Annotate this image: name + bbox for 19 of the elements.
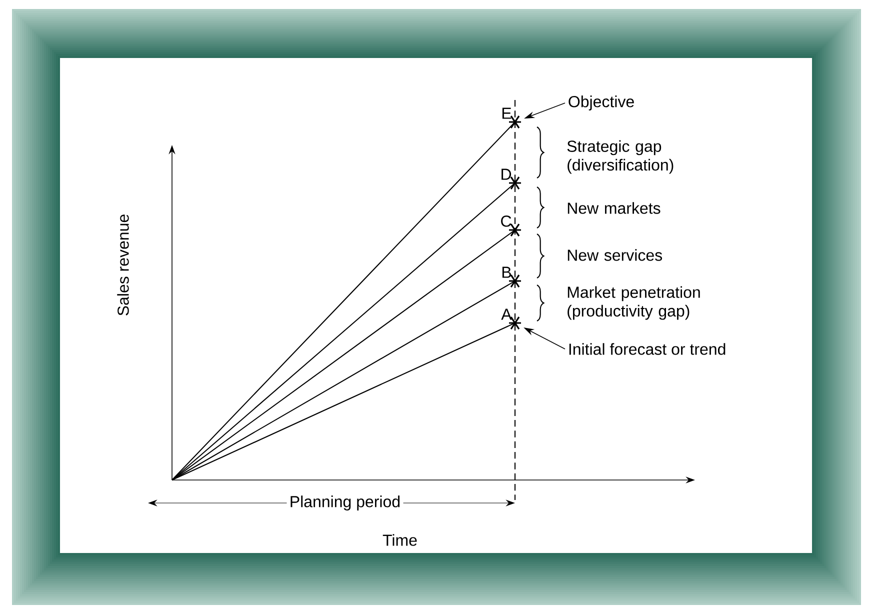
point-mark: B <box>502 266 522 288</box>
point-mark: A <box>501 308 522 330</box>
dimension-label: Planning period <box>286 492 404 514</box>
point-mark: C <box>501 215 522 237</box>
axis-title: Time <box>382 534 417 546</box>
bracket-label: Strategic gap (diversification) <box>567 140 674 174</box>
point-mark: D <box>502 168 522 190</box>
axis-title: Sales revenue <box>117 214 129 316</box>
callout-text: Objective <box>568 96 634 110</box>
line <box>172 230 516 480</box>
bracket-label: New services <box>568 249 662 261</box>
line <box>172 122 516 480</box>
line <box>172 322 515 480</box>
point-mark: E <box>502 108 522 129</box>
bracket-label: Market penetration (productivity gap) <box>568 286 700 320</box>
line <box>172 182 516 480</box>
line <box>172 280 516 480</box>
callout-text: Initial forecast or trend <box>569 343 726 355</box>
bracket-label: New markets <box>568 202 660 214</box>
